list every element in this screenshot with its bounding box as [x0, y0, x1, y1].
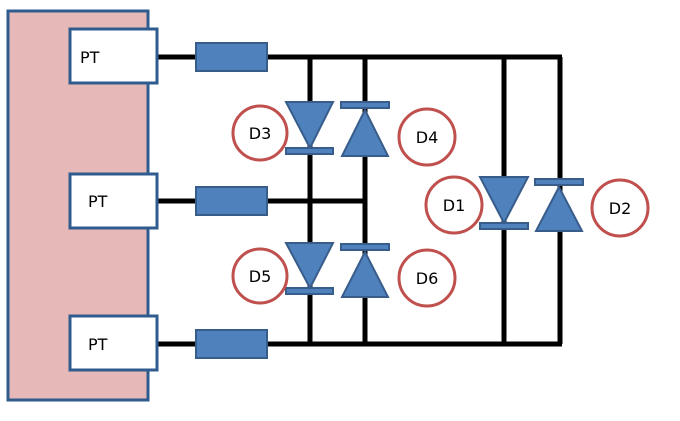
diode-d2 — [534, 178, 584, 232]
svg-text:D3: D3 — [249, 124, 272, 143]
resistor — [195, 329, 268, 359]
resistor — [195, 186, 268, 216]
diode-label-d1: D1 — [424, 175, 484, 235]
svg-text:D5: D5 — [249, 267, 272, 286]
pt-label: PT — [88, 335, 108, 354]
svg-text:D2: D2 — [609, 199, 632, 218]
svg-text:D6: D6 — [416, 269, 439, 288]
diode-label-d6: D6 — [397, 248, 457, 308]
diode-label-d2: D2 — [590, 178, 650, 238]
resistor — [195, 42, 268, 72]
svg-text:D1: D1 — [443, 196, 466, 215]
pt-box: PT — [68, 27, 159, 85]
pt-label: PT — [80, 48, 100, 67]
diode-label-d4: D4 — [397, 107, 457, 167]
svg-text:D4: D4 — [416, 128, 439, 147]
pt-box: PT — [68, 314, 159, 372]
diode-label-d5: D5 — [231, 247, 289, 305]
pt-label: PT — [88, 192, 108, 211]
diode-d1 — [478, 176, 530, 230]
pt-box: PT — [68, 172, 159, 230]
diode-label-d3: D3 — [231, 104, 289, 162]
diode-d5 — [284, 242, 335, 295]
diode-d3 — [284, 101, 335, 155]
diode-d6 — [340, 243, 390, 298]
diode-d4 — [340, 101, 390, 157]
